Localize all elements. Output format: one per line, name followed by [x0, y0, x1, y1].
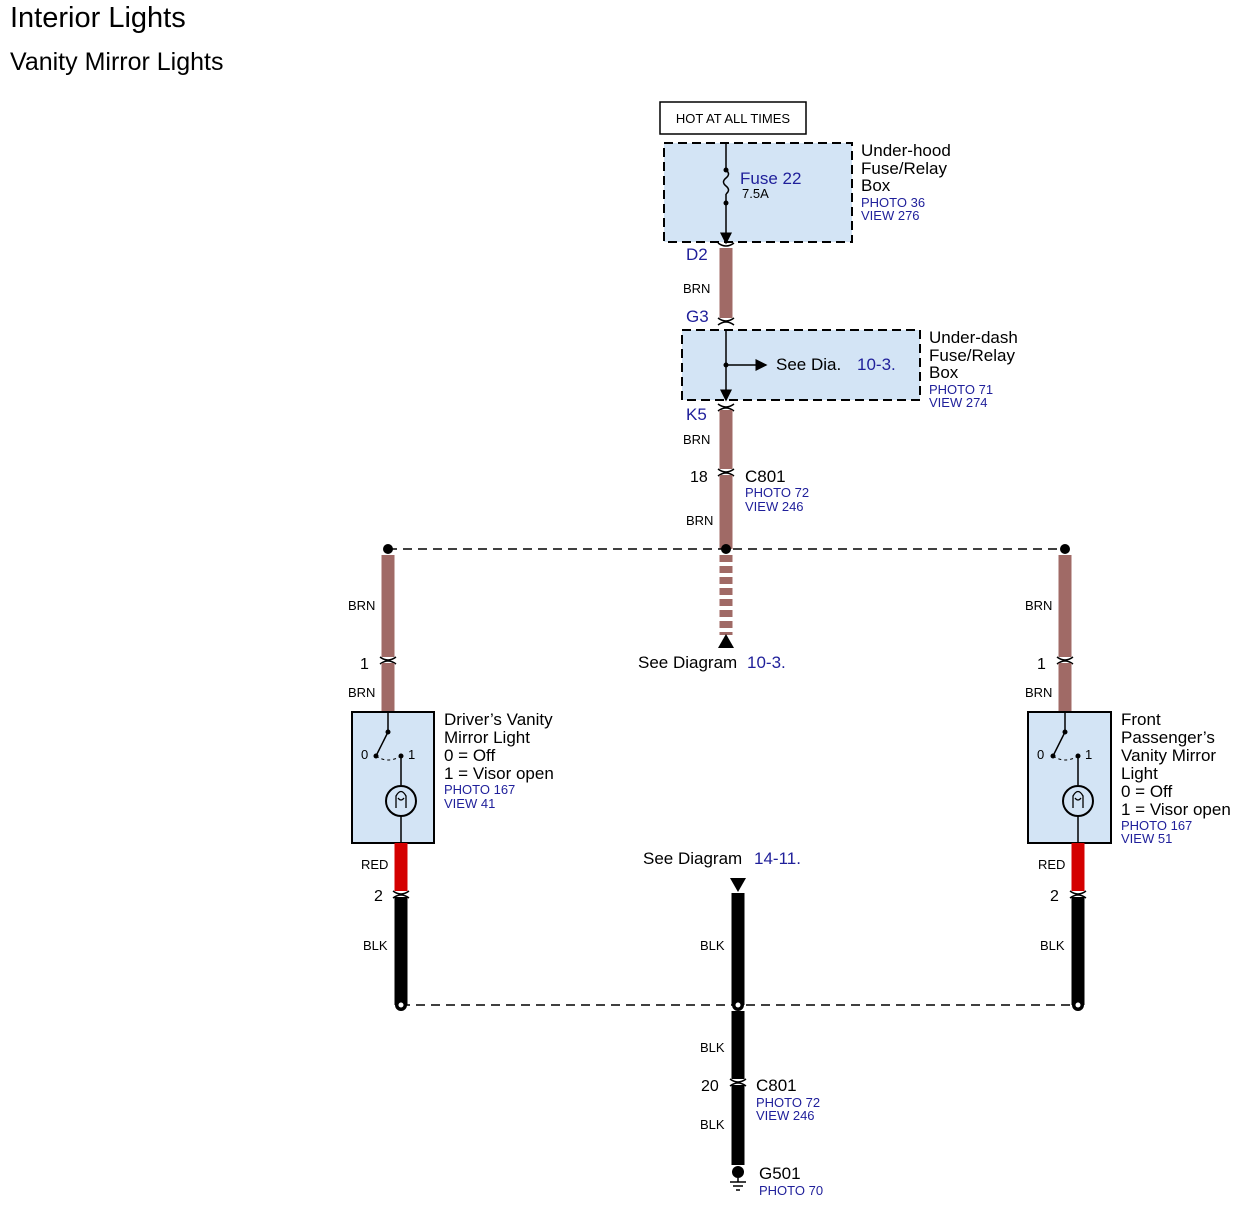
arrow-up-icon [718, 634, 734, 648]
driver-name-line-1: Driver’s Vanity [444, 710, 553, 729]
wire-code-blk-middle-2: BLK [700, 1040, 725, 1055]
wire-code-red-passenger: RED [1038, 857, 1065, 872]
passenger-name-line-5: 0 = Off [1121, 782, 1172, 801]
underdash-fuse-box: See Dia. 10-3. [681, 329, 921, 402]
wire-code-blk-passenger: BLK [1040, 938, 1065, 953]
wire-code-brn-driver-1: BRN [348, 598, 375, 613]
wire-code-blk-driver: BLK [363, 938, 388, 953]
passenger-name-line-6: 1 = Visor open [1121, 800, 1231, 819]
driver-name-line-2: Mirror Light [444, 728, 530, 747]
connector-g3-label: G3 [686, 307, 709, 326]
underdash-see-link[interactable]: 10-3. [857, 355, 896, 374]
underhood-fuse-box: Fuse 22 7.5A [663, 142, 853, 245]
wire-code-brn-passenger-1: BRN [1025, 598, 1052, 613]
wire-code-brn-2: BRN [683, 432, 710, 447]
underdash-photo-ref[interactable]: PHOTO 71 [929, 382, 993, 397]
passenger-switch-off: 0 [1037, 747, 1044, 762]
see-diagram-14-11-link[interactable]: 14-11. [754, 849, 801, 868]
passenger-photo-ref[interactable]: PHOTO 167 [1121, 818, 1192, 833]
underdash-name-line-3: Box [929, 363, 959, 382]
underhood-photo-ref[interactable]: PHOTO 36 [861, 195, 925, 210]
ground-photo-ref[interactable]: PHOTO 70 [759, 1183, 823, 1198]
hot-at-all-times-box: HOT AT ALL TIMES [659, 101, 807, 135]
c801-top-view[interactable]: VIEW 246 [745, 499, 804, 514]
fuse-rating: 7.5A [742, 186, 769, 201]
passenger-name-line-4: Light [1121, 764, 1158, 783]
connector-d2-label: D2 [686, 245, 708, 264]
underhood-view-ref[interactable]: VIEW 276 [861, 208, 920, 223]
wire-code-brn-passenger-2: BRN [1025, 685, 1052, 700]
driver-photo-ref[interactable]: PHOTO 167 [444, 782, 515, 797]
underhood-name-line-3: Box [861, 176, 891, 195]
fuse-icon [722, 169, 730, 195]
wire-code-red-driver: RED [361, 857, 388, 872]
wire-code-brn-3: BRN [686, 513, 713, 528]
see-diagram-10-3-text: See Diagram [638, 653, 737, 672]
driver-name-line-3: 0 = Off [444, 746, 495, 765]
hot-at-all-times-label: HOT AT ALL TIMES [676, 111, 790, 126]
fuse-22-label: Fuse 22 [740, 169, 801, 188]
passenger-bulb-icon [1062, 785, 1094, 817]
passenger-switch-on: 1 [1085, 747, 1092, 762]
wire-code-brn-1: BRN [683, 281, 710, 296]
passenger-view-ref[interactable]: VIEW 51 [1121, 831, 1172, 846]
ground-name: G501 [759, 1164, 801, 1183]
c801-bottom-name: C801 [756, 1076, 797, 1095]
driver-pin-2: 2 [374, 888, 383, 905]
c801-top-name: C801 [745, 467, 786, 486]
page-title: Interior Lights [10, 2, 186, 34]
wire-code-blk-middle-3: BLK [700, 1117, 725, 1132]
underdash-see-text: See Dia. [776, 355, 841, 374]
passenger-vanity-light-box: 0 1 [1027, 711, 1112, 844]
see-diagram-14-11-text: See Diagram [643, 849, 742, 868]
underhood-name-line-1: Under-hood [861, 141, 951, 160]
underdash-name-line-2: Fuse/Relay [929, 346, 1015, 365]
passenger-name-line-2: Passenger’s [1121, 728, 1215, 747]
passenger-name-line-3: Vanity Mirror [1121, 746, 1216, 765]
underdash-view-ref[interactable]: VIEW 274 [929, 395, 988, 410]
underdash-name-line-1: Under-dash [929, 328, 1018, 347]
driver-pin-1: 1 [360, 656, 369, 673]
connector-k5-label: K5 [686, 405, 707, 424]
driver-switch-off: 0 [361, 747, 368, 762]
passenger-pin-2: 2 [1050, 888, 1059, 905]
wire-code-blk-middle-1: BLK [700, 938, 725, 953]
driver-vanity-light-box: 0 1 [351, 711, 435, 844]
c801-top-pin: 18 [690, 469, 708, 486]
passenger-switch-icon [1052, 731, 1066, 757]
wire-code-brn-driver-2: BRN [348, 685, 375, 700]
arrow-down-icon [730, 878, 746, 892]
driver-name-line-4: 1 = Visor open [444, 764, 554, 783]
driver-view-ref[interactable]: VIEW 41 [444, 796, 495, 811]
passenger-pin-1: 1 [1037, 656, 1046, 673]
driver-switch-icon [375, 731, 389, 757]
ground-icon [730, 1166, 746, 1191]
driver-switch-on: 1 [408, 747, 415, 762]
driver-bulb-icon [385, 785, 417, 817]
passenger-name-line-1: Front [1121, 710, 1161, 729]
underhood-name-line-2: Fuse/Relay [861, 159, 947, 178]
c801-bottom-pin: 20 [701, 1078, 719, 1095]
connector-d2-mark [717, 242, 735, 247]
see-diagram-10-3-link[interactable]: 10-3. [747, 653, 786, 672]
c801-bottom-view[interactable]: VIEW 246 [756, 1108, 815, 1123]
page-subtitle: Vanity Mirror Lights [10, 48, 224, 76]
c801-top-photo[interactable]: PHOTO 72 [745, 485, 809, 500]
c801-bottom-photo[interactable]: PHOTO 72 [756, 1095, 820, 1110]
